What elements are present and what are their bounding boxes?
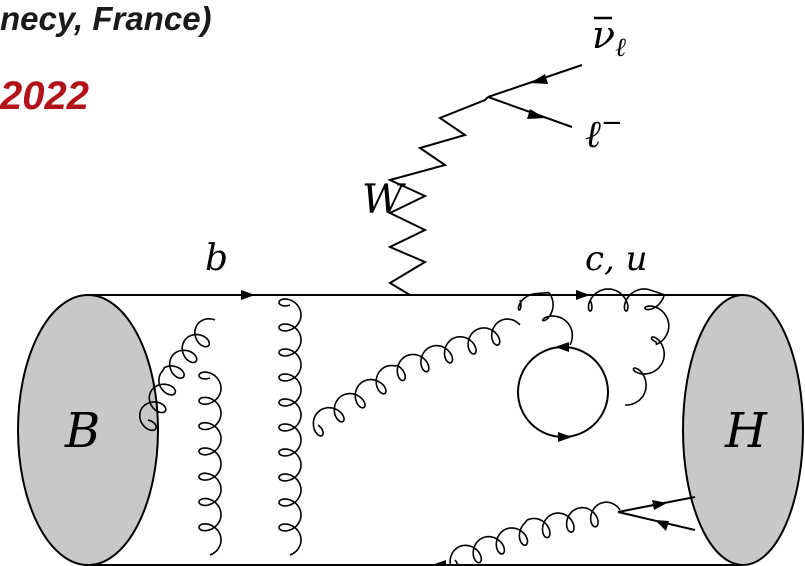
final-quark-label: c, u: [585, 239, 648, 279]
gluon-left-vertical: [198, 371, 222, 556]
antineutrino-arrow: [530, 74, 548, 84]
pair-arrow-lower: [655, 520, 669, 531]
lepton-arrow: [527, 109, 545, 119]
lepton-symbol: ℓ: [585, 112, 601, 156]
gluon-b-meson-upper: [139, 318, 216, 432]
slide-caption-year: 2022: [0, 74, 89, 118]
lepton-superscript: −: [601, 108, 623, 138]
cu-quark-arrow: [576, 290, 590, 300]
antineutrino-symbol: ν: [592, 13, 615, 57]
slide-caption-location: necy, France): [0, 0, 212, 37]
antineutrino-label: νℓ: [592, 13, 626, 63]
hadron-h-label: H: [724, 403, 768, 459]
b-quark-label: b: [205, 238, 228, 279]
w-boson-line: [387, 96, 489, 296]
lepton-label: ℓ−: [585, 108, 623, 156]
loop-arrow-bottom: [558, 432, 572, 442]
gluon-lines: [139, 288, 670, 566]
pair-arrow-upper: [652, 500, 667, 510]
meson-b-label: B: [64, 403, 100, 459]
w-boson-label: W: [362, 177, 406, 223]
b-quark-arrow: [241, 290, 255, 300]
antineutrino-subscript: ℓ: [615, 33, 626, 63]
antiquark-arrow: [432, 560, 446, 566]
gluon-loop-to-top: [517, 291, 574, 346]
gluon-bottom: [449, 501, 621, 566]
loop-arrow-top: [555, 342, 569, 352]
gluon-right-to-h: [587, 288, 670, 406]
quark-loop: [517, 346, 609, 438]
gluon-diagonal: [312, 318, 521, 437]
gluon-middle-vertical: [278, 298, 302, 556]
